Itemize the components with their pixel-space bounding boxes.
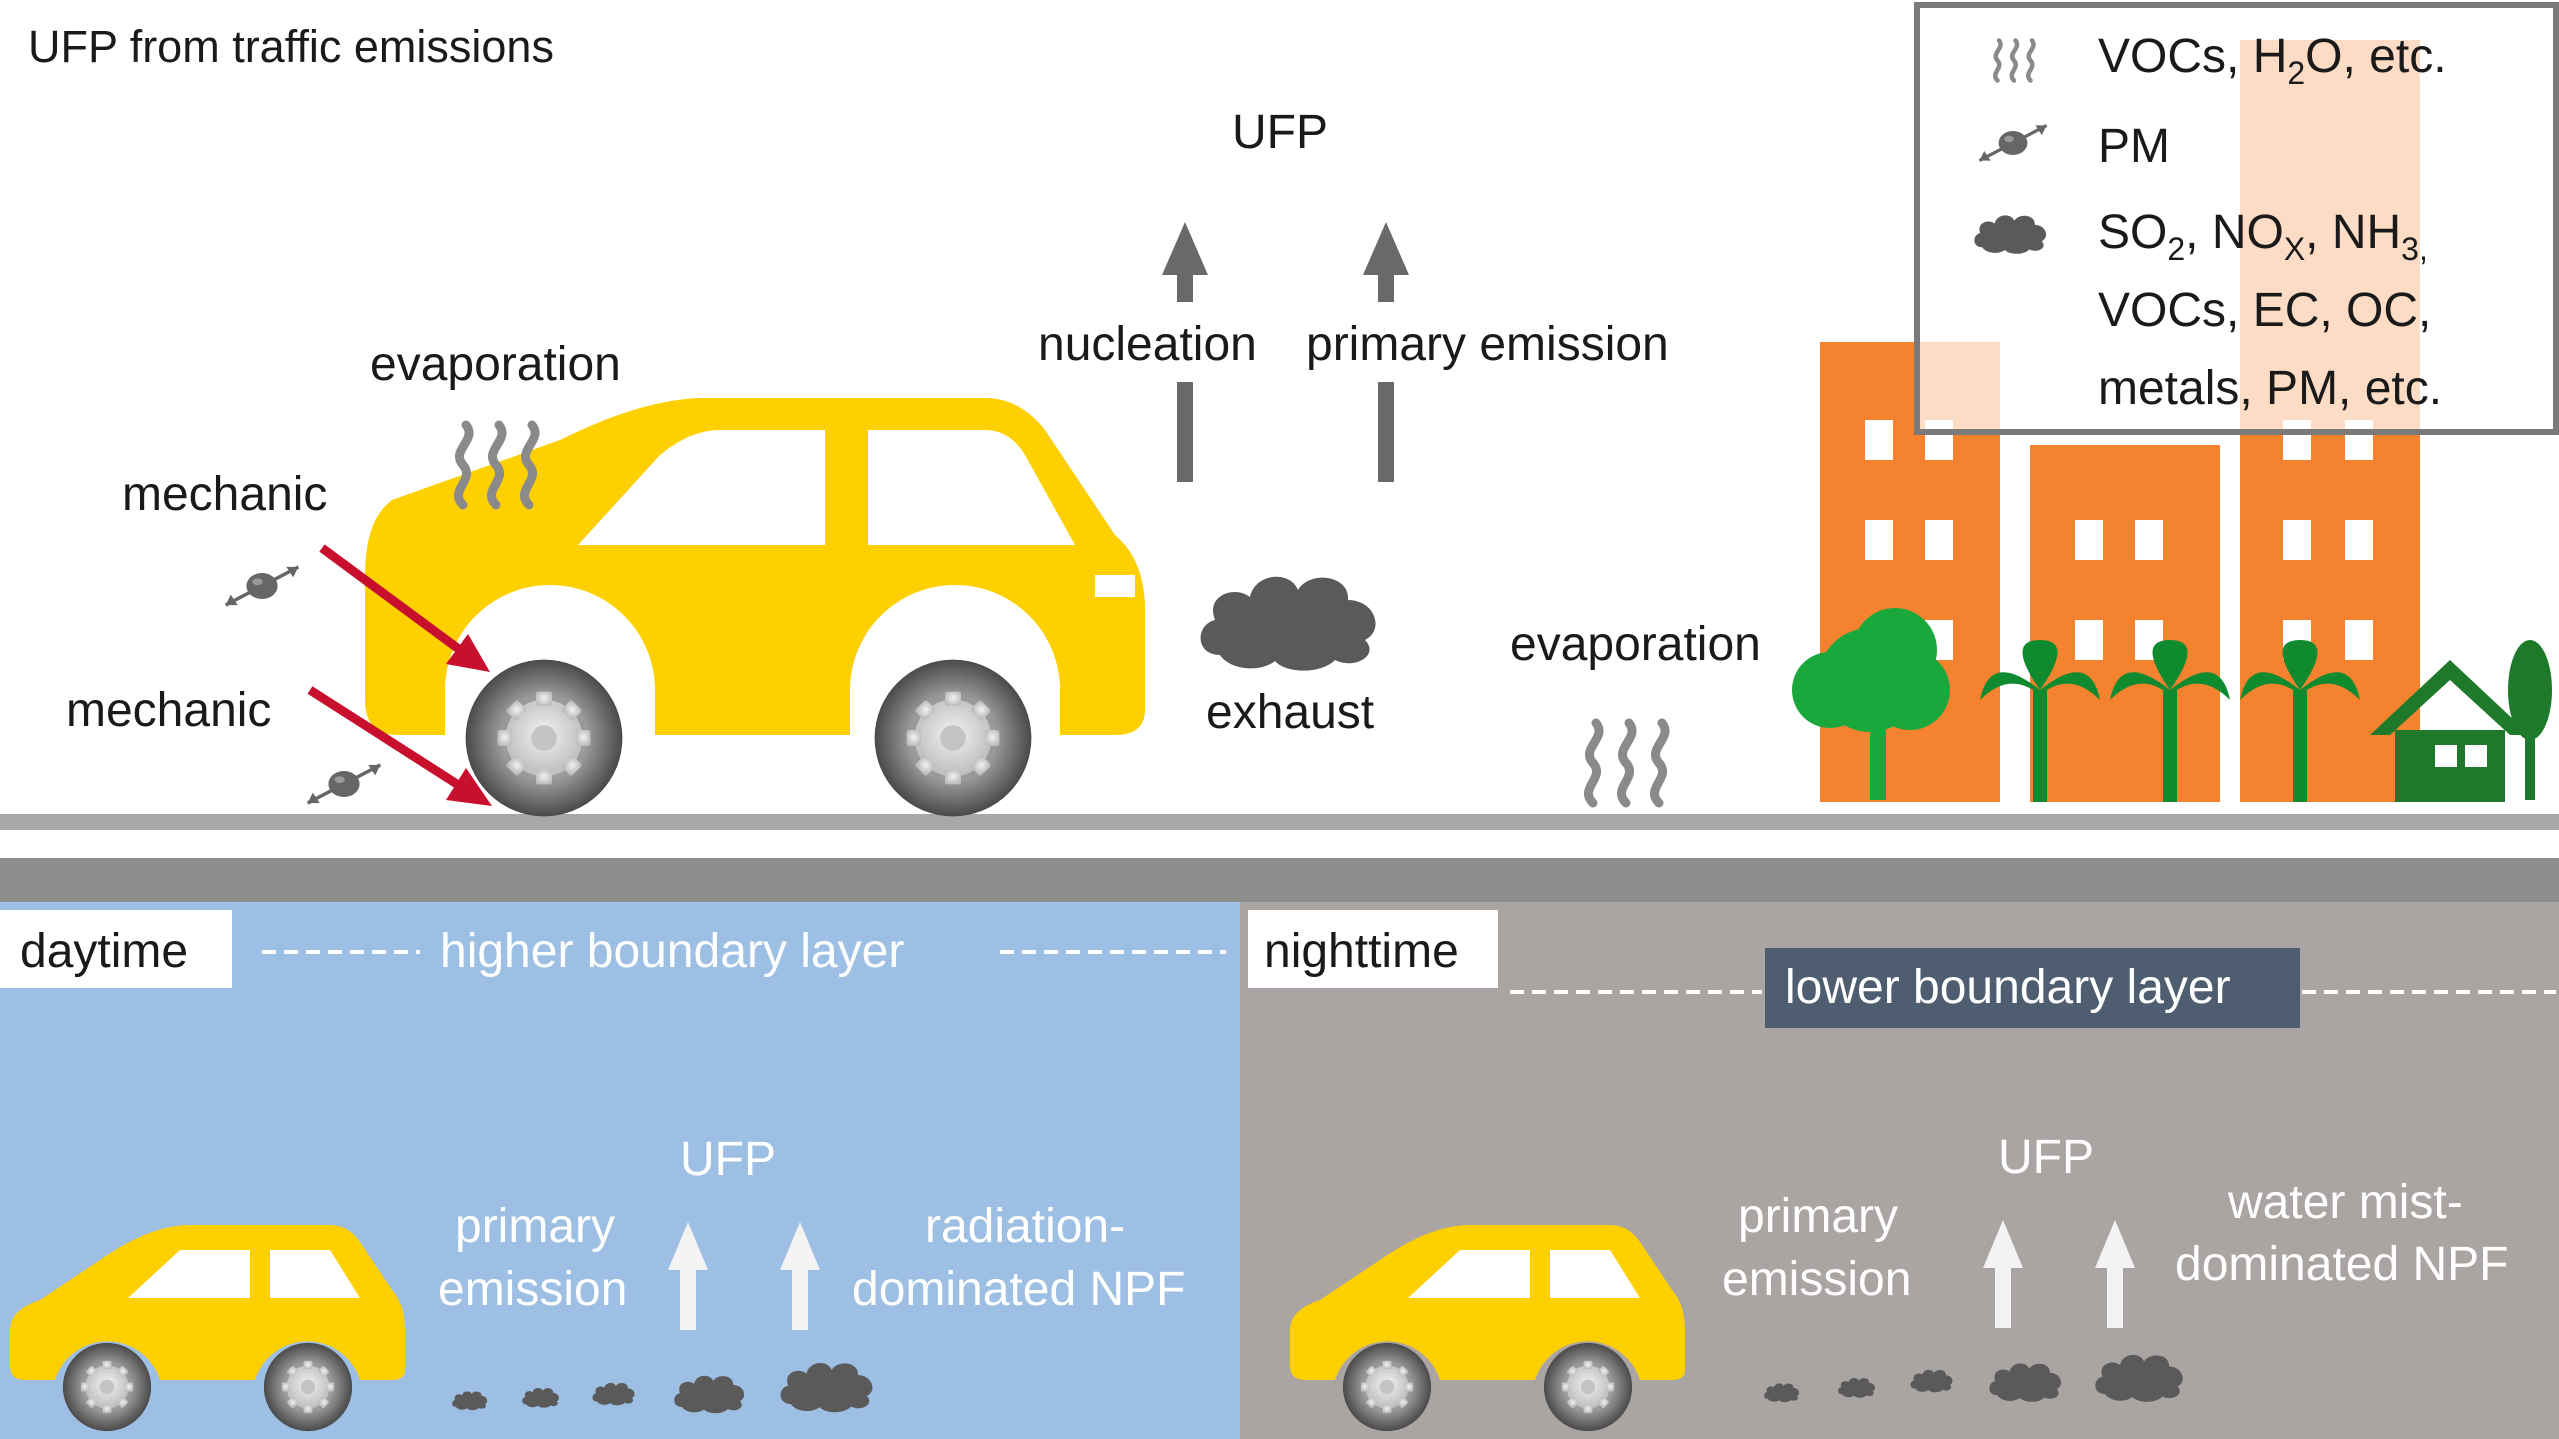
daytime-npf-line2: dominated NPF [852, 1263, 1186, 1316]
car-front-wheel [465, 659, 623, 817]
nighttime-car [1290, 1225, 1685, 1432]
daytime-car [10, 1225, 405, 1432]
legend-gases-line2: VOCs, EC, OC, [2098, 284, 2431, 337]
daytime-primary-line1: primary [455, 1200, 615, 1253]
evaporation-road-label: evaporation [1510, 618, 1761, 671]
particle-pm-icon [223, 565, 301, 607]
particle-pm-icon [305, 763, 383, 805]
nighttime-ufp-label: UFP [1998, 1131, 2094, 1184]
nighttime-label: nighttime [1264, 925, 1459, 978]
nighttime-panel: nighttime lower boundary layer UFP prima… [1240, 902, 2559, 1439]
nighttime-npf-line1: water mist- [2227, 1176, 2463, 1229]
legend-vocs-h2o: VOCs, H2O, etc. [2098, 30, 2447, 91]
nucleation-arrow [1162, 222, 1208, 482]
daytime-panel: daytime higher boundary layer UFP primar… [0, 902, 1240, 1439]
cloud-smoke-icon [1200, 576, 1376, 671]
tree [1792, 608, 1950, 800]
scene-title: UFP from traffic emissions [28, 21, 554, 72]
daytime-label: daytime [20, 925, 188, 978]
nighttime-boundary-box [1765, 948, 2300, 1028]
daytime-primary-line2: emission [438, 1263, 627, 1316]
main-car [365, 398, 1145, 817]
mechanic-lower-label: mechanic [66, 684, 271, 737]
daytime-boundary-label: higher boundary layer [440, 925, 904, 978]
mechanic-upper-label: mechanic [122, 468, 327, 521]
daytime-npf-line1: radiation- [925, 1200, 1125, 1253]
daytime-up-arrows [668, 1222, 820, 1330]
nighttime-up-arrows [1983, 1220, 2135, 1328]
mechanic-arrow-upper [319, 544, 490, 672]
nighttime-primary-line2: emission [1722, 1253, 1911, 1306]
nighttime-npf-line2: dominated NPF [2175, 1238, 2509, 1291]
daytime-ufp-label: UFP [680, 1133, 776, 1186]
legend-gases-line1: SO2, NOX, NH3, [2098, 206, 2428, 267]
nucleation-label: nucleation [1038, 318, 1257, 371]
legend-pm: PM [2098, 120, 2170, 173]
legend-box: VOCs, H2O, etc. PM SO2, NOX, NH3, VOCs, … [1914, 2, 2559, 435]
exhaust-label: exhaust [1206, 686, 1374, 739]
daytime-label-box [0, 910, 232, 988]
house [2370, 640, 2552, 802]
mechanic-arrow-lower [307, 686, 492, 806]
panel-divider [0, 858, 2559, 902]
vapor-wave-icon [1588, 723, 1665, 803]
primary-emission-label: primary emission [1306, 318, 1669, 371]
evaporation-car-label: evaporation [370, 338, 621, 391]
ground-line [0, 814, 2559, 830]
primary-emission-arrow [1363, 222, 1409, 482]
legend-gases-line3: metals, PM, etc. [2098, 362, 2442, 415]
car-rear-wheel [874, 659, 1032, 817]
upper-scene: UFP from traffic emissions UFP nucleatio… [0, 2, 2559, 830]
palm-trees [1980, 640, 2360, 802]
ufp-label-top: UFP [1232, 106, 1328, 159]
nighttime-primary-line1: primary [1738, 1190, 1898, 1243]
nighttime-label-box [1248, 910, 1498, 988]
nighttime-boundary-label: lower boundary layer [1785, 961, 2231, 1014]
